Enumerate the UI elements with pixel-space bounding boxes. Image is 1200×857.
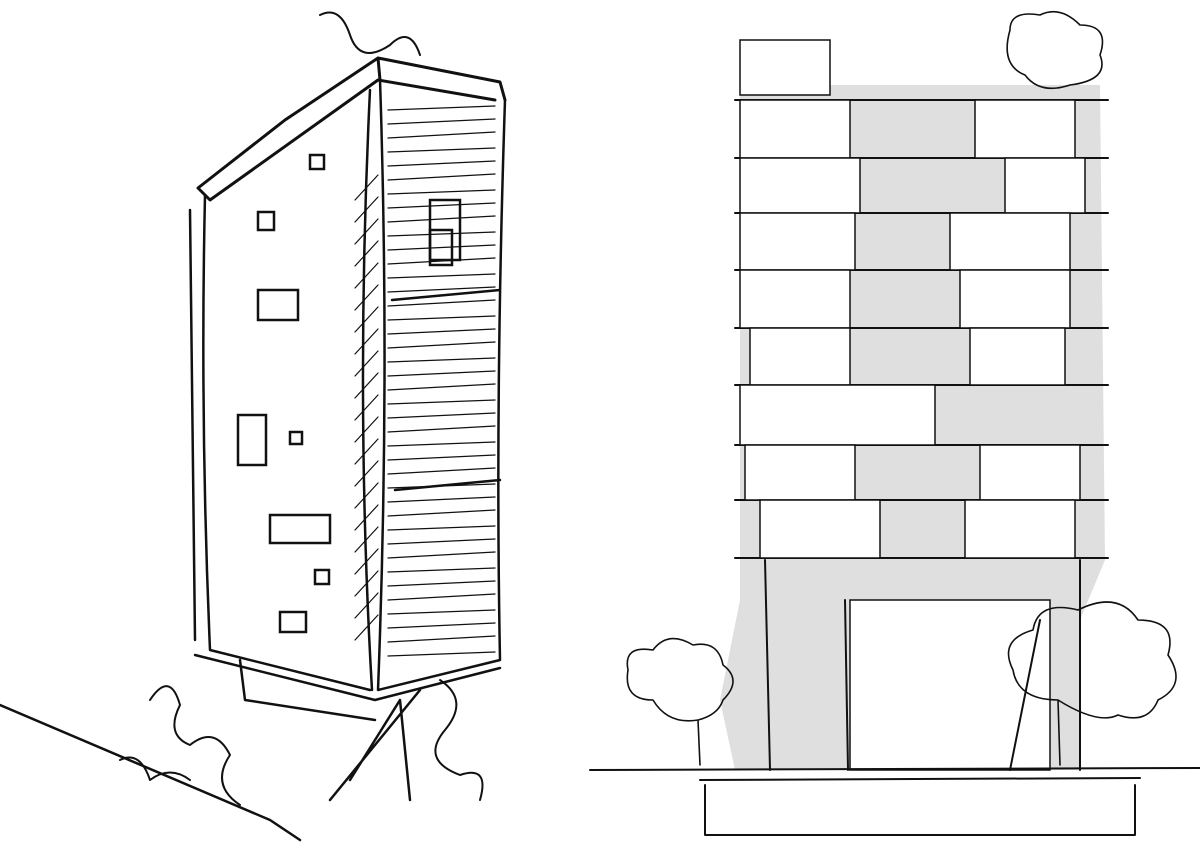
hatch-stroke [387, 202, 496, 209]
volume-box [759, 499, 881, 559]
hatch-stroke [387, 231, 496, 237]
window-mark [308, 153, 326, 171]
right-face-outline [376, 78, 507, 692]
hatch-stroke [387, 467, 496, 475]
hatch-stroke [387, 215, 496, 223]
hatch-stroke [354, 240, 379, 267]
hatch-stroke [387, 538, 496, 545]
hatch-stroke [354, 614, 379, 641]
hatch-stroke [387, 299, 496, 307]
hatch-stroke [387, 441, 496, 447]
left-face-outline [188, 88, 374, 692]
window-mark [288, 430, 304, 446]
hatch-stroke [387, 454, 496, 461]
windows [236, 153, 462, 634]
window-mark [313, 568, 331, 586]
hatch-stroke [354, 218, 379, 245]
hatch-stroke [354, 438, 379, 465]
window-mark [268, 513, 332, 545]
hatch-stroke [354, 394, 379, 421]
volume-box [969, 327, 1066, 386]
volume-box [849, 599, 1051, 771]
hatch-stroke [387, 244, 496, 251]
hatch-stroke [387, 496, 496, 503]
hatch-stroke [387, 341, 496, 349]
hatch-stroke [387, 609, 496, 615]
volume-box [974, 99, 1076, 159]
hatch-stroke [387, 593, 496, 601]
roof-edge [196, 56, 507, 202]
perspective-tower-sketch [0, 11, 507, 842]
volume-box [739, 269, 851, 329]
tree-left [626, 637, 734, 766]
window-mark [236, 413, 268, 467]
hatch-stroke [387, 551, 496, 559]
hatch-stroke [387, 273, 496, 279]
volume-box [949, 212, 1071, 271]
hatch-stroke [354, 460, 379, 487]
floor-slabs [734, 39, 1109, 771]
hatch-stroke [387, 651, 496, 657]
hatch-stroke [387, 357, 496, 363]
right-face-hatching [354, 105, 496, 657]
volume-box [739, 157, 861, 214]
vegetation-scribble [119, 11, 484, 806]
volume-box [1004, 157, 1086, 214]
hatch-stroke [354, 372, 379, 399]
hatch-stroke [387, 412, 496, 419]
volume-box [964, 499, 1076, 559]
hatch-stroke [354, 306, 379, 333]
volume-box [744, 444, 856, 501]
hatch-stroke [387, 118, 496, 125]
columns [764, 559, 1081, 771]
section-elevation-sketch [589, 10, 1200, 836]
tree-top-right [1006, 10, 1104, 90]
window-mark [278, 610, 308, 634]
volume-box [749, 327, 851, 386]
base-edge [0, 653, 502, 842]
hatch-stroke [387, 370, 496, 377]
hatch-stroke [354, 504, 379, 531]
hatch-stroke [354, 328, 379, 355]
hatch-stroke [387, 525, 496, 531]
volume-box [979, 444, 1081, 501]
window-mark [256, 288, 300, 322]
hatch-stroke [387, 567, 496, 573]
window-mark [256, 210, 276, 232]
hatch-stroke [387, 105, 496, 111]
hatch-stroke [387, 580, 496, 587]
hatch-stroke [387, 147, 496, 153]
hatch-stroke [387, 328, 496, 335]
hatch-stroke [354, 350, 379, 377]
hatch-stroke [354, 262, 379, 289]
volume-box [739, 384, 936, 446]
hatch-stroke [387, 635, 496, 643]
hatch-stroke [387, 509, 496, 517]
hatch-stroke [387, 383, 496, 391]
window-mark [428, 228, 454, 267]
hatch-stroke [387, 399, 496, 405]
hatch-stroke [387, 425, 496, 433]
hatch-stroke [354, 416, 379, 443]
hatch-stroke [387, 189, 496, 195]
volume-box [739, 99, 851, 159]
hatch-stroke [387, 315, 496, 321]
hatch-stroke [387, 131, 496, 139]
hatch-stroke [387, 622, 496, 629]
tree-right [1007, 601, 1177, 766]
hatch-stroke [387, 173, 496, 181]
hatch-stroke [354, 482, 379, 509]
volume-box [739, 212, 856, 271]
ground-line [589, 767, 1200, 836]
hatch-stroke [354, 284, 379, 311]
hatch-stroke [387, 286, 496, 293]
hatch-stroke [387, 160, 496, 167]
volume-box [959, 269, 1071, 329]
volume-box [739, 39, 831, 96]
